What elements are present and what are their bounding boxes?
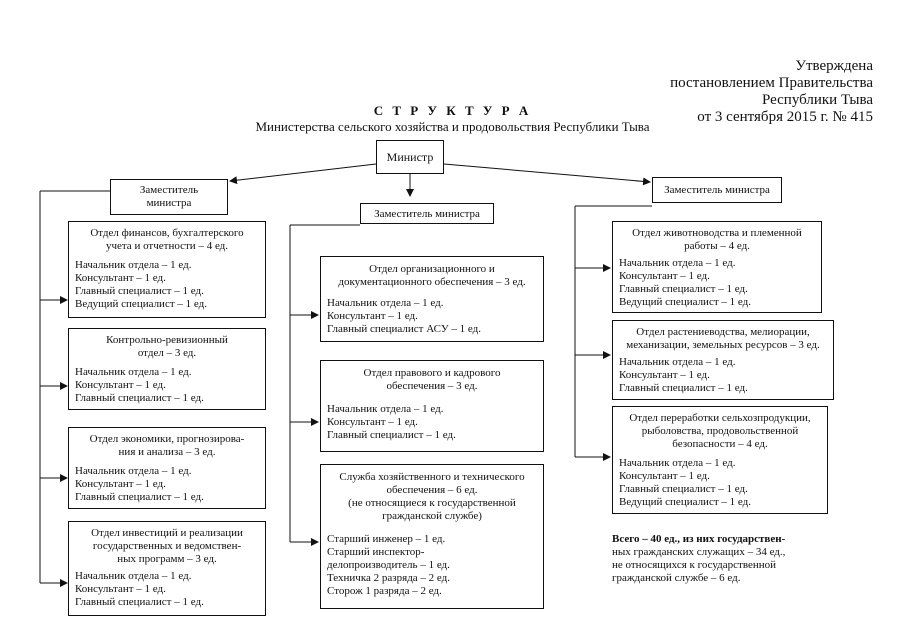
staff-line: Главный специалист – 1 ед. xyxy=(619,483,748,495)
staff-line: Сторож 1 разряда – 2 ед. xyxy=(327,585,442,597)
staff-line: Начальник отдела – 1 ед. xyxy=(75,570,192,582)
staff-line: Начальник отдела – 1 ед. xyxy=(75,465,192,477)
department-title: обеспечения – 6 ед. xyxy=(386,484,478,496)
minister-label: Министр xyxy=(386,150,434,164)
minister-box: Министр xyxy=(376,140,444,174)
staff-line: Консультант – 1 ед. xyxy=(619,369,710,381)
staff-line: Консультант – 1 ед. xyxy=(619,470,710,482)
staff-line: Главный специалист – 1 ед. xyxy=(619,283,748,295)
department-title: рыболовства, продовольственной xyxy=(641,425,799,437)
department-title: Отдел инвестиций и реализации xyxy=(91,527,243,539)
staff-line: Старший инженер – 1 ед. xyxy=(327,533,446,545)
staff-line: Консультант – 1 ед. xyxy=(327,310,418,322)
approval-line: Утверждена xyxy=(795,58,873,74)
staff-line: Начальник отдела – 1 ед. xyxy=(619,457,736,469)
approval-line: постановлением Правительства xyxy=(670,75,873,91)
department-title: Отдел организационного и xyxy=(369,263,495,275)
staff-line: Начальник отдела – 1 ед. xyxy=(327,297,444,309)
department-title: Отдел финансов, бухгалтерского xyxy=(90,227,244,239)
approval-stamp: Утверждена постановлением Правительства … xyxy=(670,58,873,126)
document-title: С Т Р У К Т У Р А xyxy=(373,103,532,118)
department-box-audit: Контрольно-ревизионный отдел – 3 ед. Нач… xyxy=(68,328,266,410)
staff-line: Ведущий специалист – 1 ед. xyxy=(619,296,751,308)
staff-line: Консультант – 1 ед. xyxy=(75,478,166,490)
department-title: Отдел животноводства и племенной xyxy=(632,227,802,239)
department-title: (не относящиеся к государственной xyxy=(348,497,516,509)
department-title: государственных и ведомствен- xyxy=(92,540,242,552)
staff-line: Консультант – 1 ед. xyxy=(75,379,166,391)
staff-line: Ведущий специалист – 1 ед. xyxy=(75,298,207,310)
department-box-finance: Отдел финансов, бухгалтерского учета и о… xyxy=(68,221,266,318)
total-line: ных гражданских служащих – 34 ед., xyxy=(612,546,786,558)
total-line: гражданской службе – 6 ед. xyxy=(612,572,741,584)
deputy-left-box: Заместитель министра xyxy=(110,179,228,215)
department-title: учета и отчетности – 4 ед. xyxy=(105,240,229,252)
staff-line: Начальник отдела – 1 ед. xyxy=(75,366,192,378)
staff-line: Техничка 2 разряда – 2 ед. xyxy=(327,572,451,584)
department-title: работы – 4 ед. xyxy=(684,240,750,252)
department-box-economics: Отдел экономики, прогнозирова- ния и ана… xyxy=(68,427,266,509)
deputy-right-label: Заместитель министра xyxy=(664,184,770,196)
department-title: безопасности – 4 ед. xyxy=(672,438,768,450)
staff-line: Главный специалист – 1 ед. xyxy=(75,596,204,608)
staff-line: Консультант – 1 ед. xyxy=(75,583,166,595)
approval-line: Республики Тыва xyxy=(761,92,873,108)
department-title: обеспечения – 3 ед. xyxy=(386,380,478,392)
document-subtitle: Министерства сельского хозяйства и продо… xyxy=(255,119,650,134)
deputy-center-label: Заместитель министра xyxy=(374,208,480,220)
staff-line: Старший инспектор- xyxy=(327,546,425,558)
department-box-household: Служба хозяйственного и технического обе… xyxy=(320,464,544,609)
department-title: механизации, земельных ресурсов – 3 ед. xyxy=(626,339,820,351)
staff-line: Начальник отдела – 1 ед. xyxy=(75,259,192,271)
department-box-investments: Отдел инвестиций и реализации государств… xyxy=(68,521,266,616)
approval-line: от 3 сентября 2015 г. № 415 xyxy=(697,109,873,125)
staff-line: Консультант – 1 ед. xyxy=(619,270,710,282)
department-box-legal: Отдел правового и кадрового обеспечения … xyxy=(320,360,544,452)
department-box-processing: Отдел переработки сельхозпродукции, рыбо… xyxy=(612,406,828,514)
department-title: Отдел правового и кадрового xyxy=(363,367,501,379)
staff-line: Начальник отдела – 1 ед. xyxy=(619,257,736,269)
department-title: гражданской службе) xyxy=(382,510,482,522)
deputy-left-label: министра xyxy=(146,197,192,209)
department-title: Служба хозяйственного и технического xyxy=(339,471,525,483)
total-line: Всего – 40 ед., из них государствен- xyxy=(612,533,786,545)
staff-line: Начальник отдела – 1 ед. xyxy=(327,403,444,415)
staff-line: делопроизводитель – 1 ед. xyxy=(327,559,450,571)
staff-line: Главный специалист – 1 ед. xyxy=(75,285,204,297)
staff-line: Консультант – 1 ед. xyxy=(75,272,166,284)
deputy-left-label: Заместитель xyxy=(139,184,199,196)
deputy-right-box: Заместитель министра xyxy=(652,177,782,203)
staff-line: Главный специалист – 1 ед. xyxy=(327,429,456,441)
staff-line: Консультант – 1 ед. xyxy=(327,416,418,428)
department-title: Отдел переработки сельхозпродукции, xyxy=(629,412,811,424)
department-title: ных программ – 3 ед. xyxy=(117,553,217,565)
staff-line: Главный специалист – 1 ед. xyxy=(619,382,748,394)
staff-line: Главный специалист – 1 ед. xyxy=(75,491,204,503)
department-box-livestock: Отдел животноводства и племенной работы … xyxy=(612,221,822,313)
department-box-crops: Отдел растениеводства, мелиорации, механ… xyxy=(612,320,834,400)
department-box-organizational: Отдел организационного и документационно… xyxy=(320,256,544,342)
staff-line: Начальник отдела – 1 ед. xyxy=(619,356,736,368)
department-title: отдел – 3 ед. xyxy=(137,347,197,359)
staff-line: Главный специалист – 1 ед. xyxy=(75,392,204,404)
staff-total-note: Всего – 40 ед., из них государствен- ных… xyxy=(612,533,785,585)
department-title: Отдел растениеводства, мелиорации, xyxy=(636,326,810,338)
department-title: Отдел экономики, прогнозирова- xyxy=(89,433,245,445)
staff-line: Ведущий специалист – 1 ед. xyxy=(619,496,751,508)
staff-line: Главный специалист АСУ – 1 ед. xyxy=(327,323,481,335)
deputy-center-box: Заместитель министра xyxy=(360,203,494,224)
total-line: не относящихся к государственной xyxy=(612,559,777,571)
department-title: Контрольно-ревизионный xyxy=(106,334,228,346)
department-title: документационного обеспечения – 3 ед. xyxy=(338,276,526,288)
department-title: ния и анализа – 3 ед. xyxy=(118,446,216,458)
